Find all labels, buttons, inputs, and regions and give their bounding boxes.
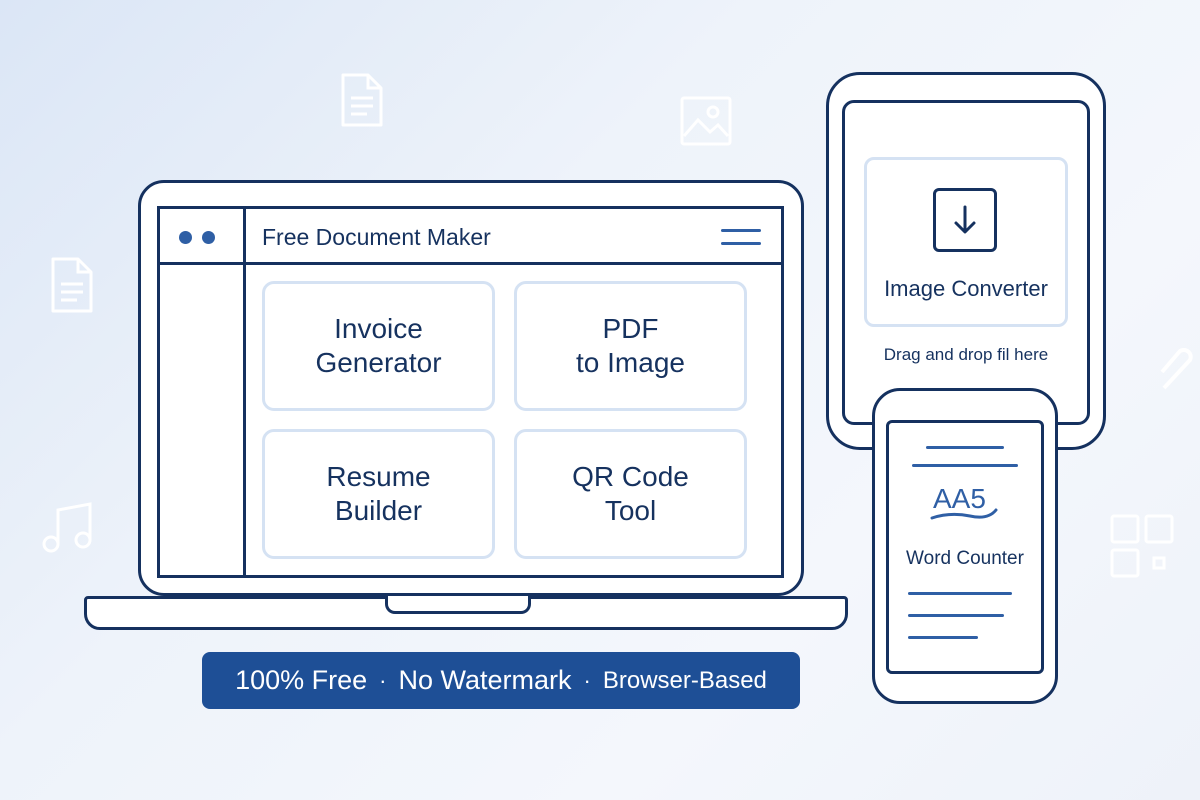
menu-icon[interactable] [721,229,761,249]
music-note-icon [40,500,96,556]
feature-banner: 100% Free · No Watermark · Browser-Based [202,652,800,709]
tool-card-label: Resume [326,461,431,492]
image-converter-label: Image Converter [884,276,1048,301]
tool-card-label: Tool [604,495,657,526]
qr-code-icon [1110,514,1176,578]
handwriting-glyph: AA5 [930,478,1000,526]
image-converter-card[interactable]: Image Converter [864,157,1068,327]
document-icon [50,256,94,314]
text-line [908,636,978,639]
tool-card-label: Builder [334,495,423,526]
drop-zone-text: Drag and drop fil here [883,345,1049,364]
tool-card-label: Invoice [334,313,423,344]
tool-card-label: to Image [576,347,685,378]
banner-separator: · [583,667,591,693]
window-dot [179,231,192,244]
document-icon [340,72,384,128]
banner-separator: · [379,667,387,693]
browser-header: Free Document Maker [160,209,781,265]
banner-free: 100% Free [235,665,368,695]
handwriting-text: AA5 [933,483,986,514]
text-line [926,446,1004,449]
tool-card-label: Generator [315,347,442,378]
image-icon [680,96,732,146]
download-icon [933,188,997,252]
tool-card-label: PDF [602,313,659,344]
banner-no-watermark: No Watermark [398,665,572,695]
laptop-trackpad-notch [385,596,531,614]
word-counter-label[interactable]: Word Counter [906,548,1024,569]
phone-screen [886,420,1044,674]
text-line [912,464,1018,467]
tool-card-label: QR Code [572,461,689,492]
paperclip-icon [1156,348,1200,396]
banner-browser-based: Browser-Based [602,666,767,694]
window-dot [202,231,215,244]
text-line [908,614,1004,617]
app-title: Free Document Maker [262,224,491,250]
browser-sidebar [160,209,246,575]
text-line [908,592,1012,595]
